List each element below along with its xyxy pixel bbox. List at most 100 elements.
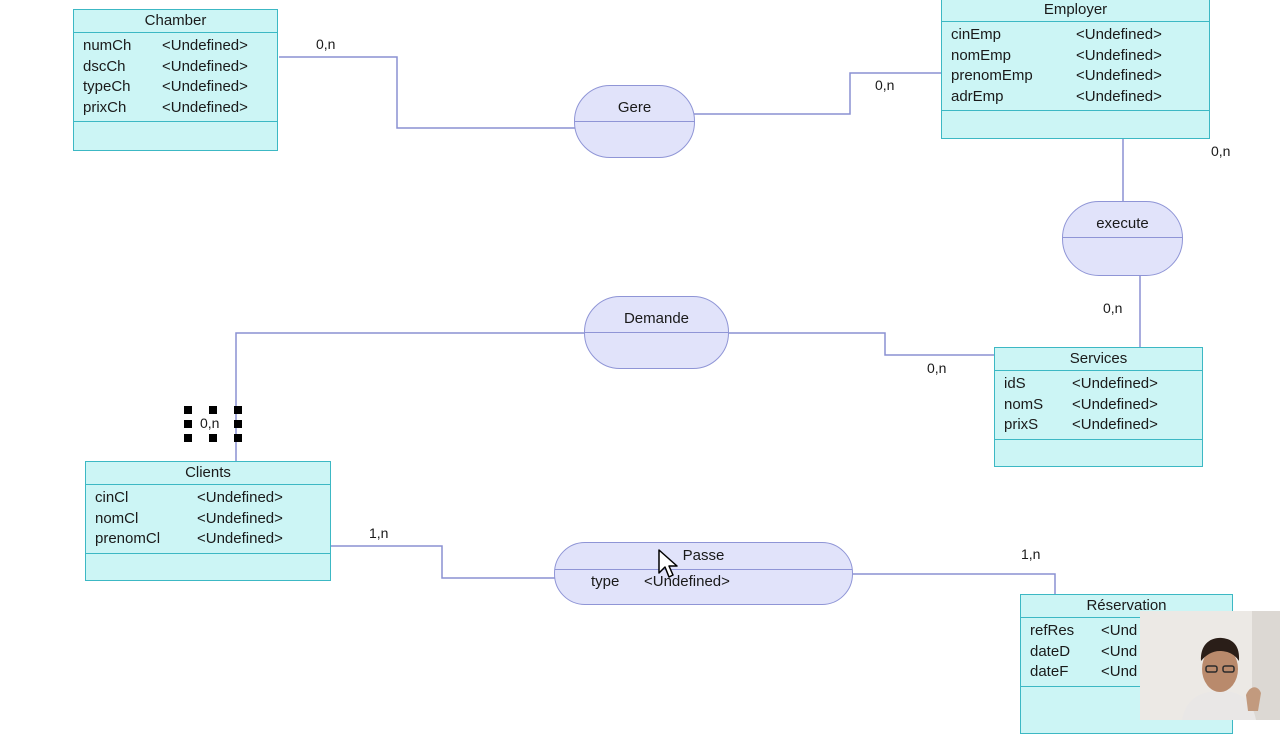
selection-handle[interactable] (184, 420, 192, 428)
attribute-row: prenomEmp <Undefined> (951, 66, 1209, 87)
link-demande-services[interactable] (728, 332, 994, 356)
attribute-row: dateF <Und (1030, 662, 1232, 683)
selection-handle[interactable] (234, 406, 242, 414)
association-name: Gere (617, 99, 652, 116)
association-divider (585, 332, 728, 333)
selection-handle[interactable] (209, 434, 217, 442)
attribute-name: prenomEmp (951, 67, 1033, 84)
presenter-image (1140, 611, 1280, 720)
association-divider (555, 569, 852, 570)
cardinality-clients-demande[interactable]: 0,n (200, 415, 220, 431)
entity-clients[interactable]: Clients cinCl <Undefined> nomCl<Undefined… (85, 461, 331, 581)
attribute-type: <Und (1101, 642, 1138, 660)
attribute-type: <Undefined> (1072, 375, 1158, 392)
attribute-row: idS <Undefined> (1004, 374, 1202, 395)
selection-handle[interactable] (184, 406, 192, 414)
attribute-type: <Undefined> (1072, 395, 1158, 413)
attribute-name: nomEmp (951, 46, 1012, 64)
attribute-type: <Undefined> (197, 509, 283, 527)
attribute-row: adrEmp <Undefined> (951, 87, 1209, 108)
attribute-type: <Undefined> (197, 489, 283, 506)
entity-employer[interactable]: Employer cinEmp <Undefined> nomEmp <Undefi… (941, 0, 1210, 139)
link-chamber-gere[interactable] (279, 56, 575, 129)
attribute-type: <Undefined> (1076, 87, 1162, 105)
attribute-row: dscCh <Undefined> (83, 57, 277, 78)
cardinality-employer-execute: 0,n (1211, 143, 1231, 159)
attribute-name: dateD (1030, 642, 1071, 660)
entity-title: Services (995, 348, 1202, 371)
attribute-row: cinCl <Undefined> (95, 488, 330, 509)
attribute-row: nomCl<Undefined> (95, 509, 330, 530)
attribute-type: <Und (1101, 663, 1138, 680)
attribute-row: typeCh <Undefined> (83, 77, 277, 98)
association-attribute-name: type (591, 573, 620, 590)
attribute-name: dscCh (83, 57, 126, 75)
attribute-row: dateD <Und (1030, 642, 1232, 663)
association-name: Demande (623, 310, 690, 327)
attribute-row: prixS <Undefined> (1004, 415, 1202, 436)
attribute-list: idS <Undefined> nomS <Undefined> prixS <Und… (995, 371, 1202, 440)
attribute-name: numCh (83, 37, 132, 54)
attribute-type: <Undefined> (162, 57, 248, 75)
link-gere-employer[interactable] (694, 72, 942, 115)
attribute-list: refRes <Und dateD <Und dateF <Und (1021, 618, 1232, 687)
attribute-list: cinEmp <Undefined> nomEmp <Undefined> pren… (942, 22, 1209, 111)
association-demande[interactable]: Demande (584, 296, 729, 369)
attribute-name: idS (1004, 375, 1026, 392)
association-divider (575, 121, 694, 122)
entity-chamber[interactable]: Chamber numCh <Undefined> dscCh <Undefined… (73, 9, 278, 151)
link-passe-reservation[interactable] (852, 573, 1056, 594)
attribute-type: <Und (1101, 622, 1138, 639)
attribute-list: cinCl <Undefined> nomCl<Undefined> prenom… (86, 485, 330, 554)
attribute-row: prixCh <Undefined> (83, 98, 277, 119)
attribute-name: prixS (1004, 416, 1039, 433)
entity-title: Employer (942, 0, 1209, 22)
attribute-type: <Undefined> (162, 78, 248, 95)
selection-handle[interactable] (234, 420, 242, 428)
association-gere[interactable]: Gere (574, 85, 695, 158)
cardinality-services-execute: 0,n (1103, 300, 1123, 316)
association-name: execute (1096, 215, 1149, 232)
attribute-row: prenomCl<Undefined> (95, 529, 330, 550)
selection-handle[interactable] (184, 434, 192, 442)
attribute-type: <Undefined> (162, 37, 248, 54)
attribute-type: <Undefined> (1076, 26, 1162, 43)
association-passe[interactable]: Passe type <Undefined> (554, 542, 853, 605)
selection-handle[interactable] (209, 406, 217, 414)
association-divider (1063, 237, 1182, 238)
attribute-name: adrEmp (951, 87, 1004, 105)
attribute-row: refRes <Und (1030, 621, 1232, 642)
attribute-row: cinEmp <Undefined> (951, 25, 1209, 46)
attribute-type: <Undefined> (197, 530, 283, 547)
association-name: Passe (682, 547, 725, 564)
entity-services[interactable]: Services idS <Undefined> nomS <Undefined> … (994, 347, 1203, 467)
attribute-row: nomEmp <Undefined> (951, 46, 1209, 67)
link-clients-demande[interactable] (235, 332, 585, 461)
association-attribute-type: <Undefined> (644, 573, 730, 590)
mouse-cursor-icon (658, 549, 678, 578)
entity-title: Chamber (74, 10, 277, 33)
cardinality-chamber-gere: 0,n (316, 36, 336, 52)
attribute-name: nomS (1004, 395, 1044, 413)
link-clients-passe[interactable] (331, 545, 555, 579)
attribute-name: cinCl (95, 489, 129, 506)
attribute-name: cinEmp (951, 26, 1002, 43)
attribute-type: <Undefined> (1076, 46, 1162, 64)
attribute-type: <Undefined> (162, 98, 248, 116)
cardinality-services-demande: 0,n (927, 360, 947, 376)
attribute-row: numCh <Undefined> (83, 36, 277, 57)
attribute-type: <Undefined> (1072, 416, 1158, 433)
association-execute[interactable]: execute (1062, 201, 1183, 276)
cardinality-employer-gere: 0,n (875, 77, 895, 93)
entity-title: Clients (86, 462, 330, 485)
attribute-name: refRes (1030, 622, 1075, 639)
attribute-name: prixCh (83, 98, 127, 116)
selection-handle[interactable] (234, 434, 242, 442)
attribute-name: dateF (1030, 663, 1069, 680)
attribute-list: numCh <Undefined> dscCh <Undefined> typeCh… (74, 33, 277, 122)
attribute-type: <Undefined> (1076, 67, 1162, 84)
cardinality-clients-passe: 1,n (369, 525, 389, 541)
attribute-name: typeCh (83, 78, 131, 95)
